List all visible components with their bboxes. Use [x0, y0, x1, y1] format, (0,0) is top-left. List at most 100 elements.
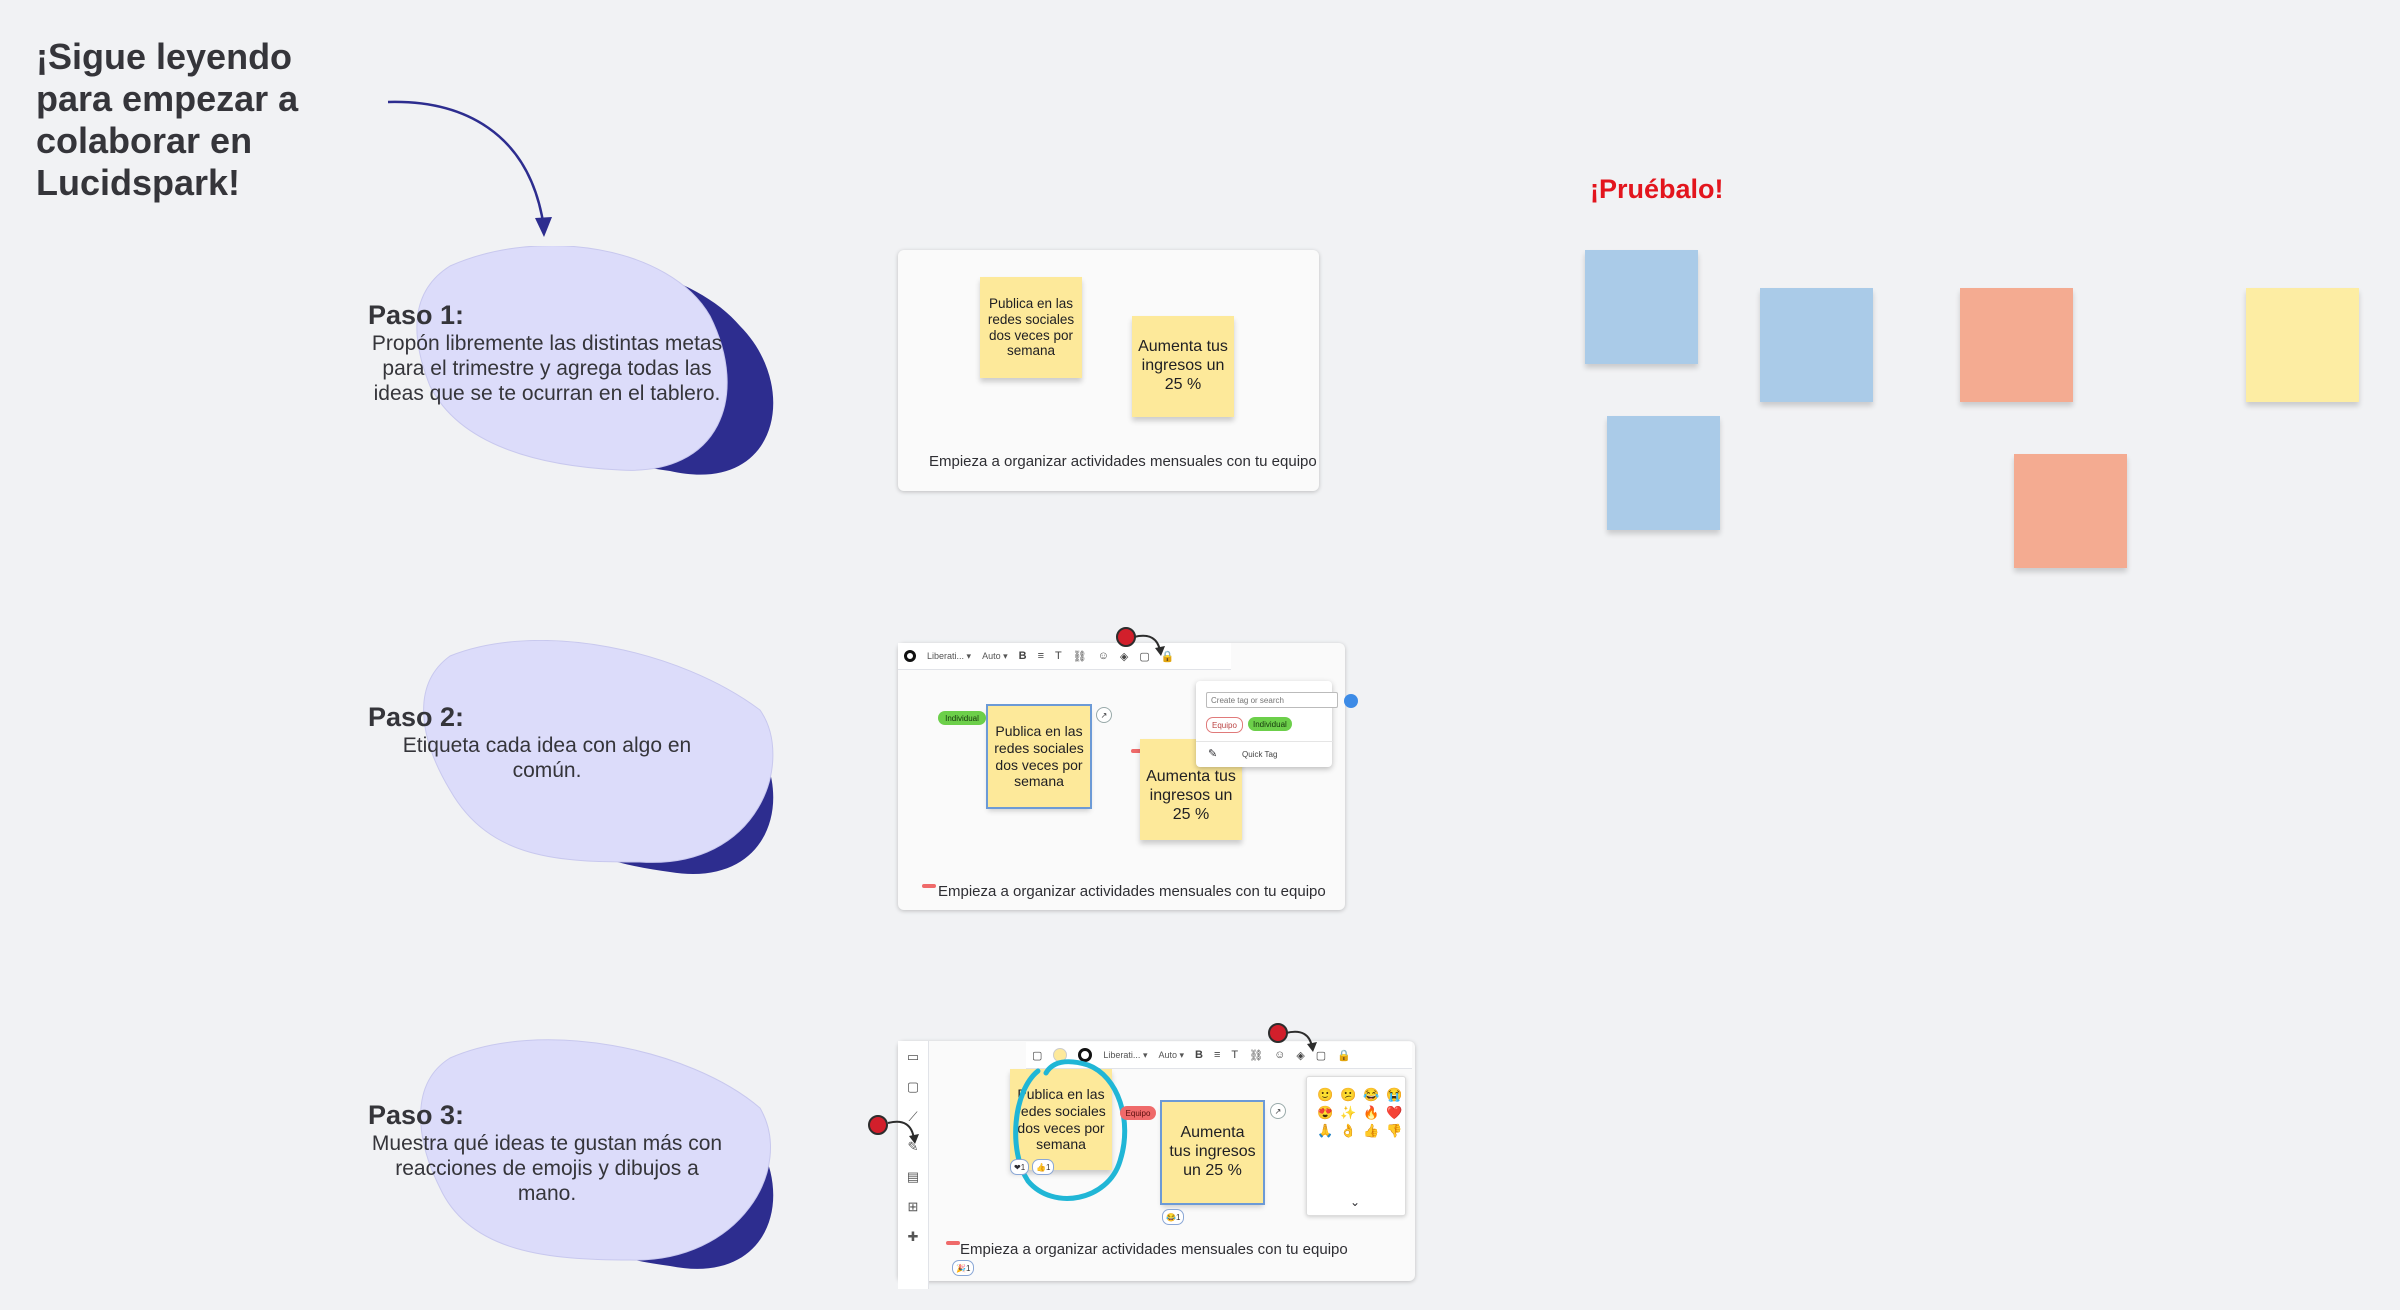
tag-badge-individual[interactable]: Individual	[938, 711, 986, 725]
edit-handle-icon[interactable]: ↗	[1096, 707, 1112, 723]
emoji-option[interactable]: 👎	[1386, 1123, 1403, 1138]
bold-icon[interactable]: B	[1018, 650, 1027, 662]
size-select[interactable]: Auto ▾	[982, 650, 1008, 661]
font-select[interactable]: Liberati... ▾	[1103, 1049, 1148, 1060]
link-icon[interactable]: ⛓	[1072, 650, 1087, 663]
example-card-step1: Publica en las redes sociales dos veces …	[898, 250, 1319, 491]
edit-handle-icon[interactable]: ↗	[1270, 1103, 1286, 1119]
pencil-icon[interactable]: ✎	[1208, 748, 1218, 760]
line-tool-icon[interactable]: ⟋	[908, 1109, 918, 1124]
sticky-tool-icon[interactable]: ▤	[906, 1169, 920, 1184]
emoji-option[interactable]: 🔥	[1363, 1105, 1380, 1120]
emoji-option[interactable]: 👌	[1340, 1123, 1357, 1138]
reaction-party[interactable]: 🎉 1	[952, 1260, 975, 1276]
step3-blob	[420, 1039, 774, 1269]
emoji-option[interactable]: 😍	[1317, 1105, 1334, 1120]
text-style-icon[interactable]: T	[1054, 650, 1062, 662]
caption-tag-marker	[922, 884, 936, 888]
extensions-icon[interactable]: ✚	[907, 1229, 919, 1244]
reaction-thumbs[interactable]: 👍 1	[1032, 1159, 1055, 1175]
tag-option-individual[interactable]: Individual	[1248, 717, 1292, 731]
sticky-note[interactable]: Aumenta tus ingresos un 25 %	[1140, 739, 1242, 840]
emoji-option[interactable]: 🙏	[1317, 1123, 1334, 1138]
frame-tool-icon[interactable]: ▢	[906, 1079, 920, 1094]
intro-line: para empezar a	[36, 78, 299, 119]
pointer-arrow-icon	[887, 1120, 919, 1144]
lock-icon[interactable]: 🔒	[1160, 650, 1175, 663]
color-circle-icon[interactable]	[904, 650, 916, 662]
template-tool-icon[interactable]: ⊞	[907, 1199, 919, 1214]
tag-icon[interactable]: ◈	[1119, 650, 1129, 663]
emoji-option[interactable]: 😭	[1386, 1087, 1403, 1102]
rectangle-tool-icon[interactable]: ▭	[906, 1049, 920, 1064]
font-select[interactable]: Liberati... ▾	[927, 650, 972, 661]
emoji-grid: 🙂 😕 😂 😭 😍 ✨ 🔥 ❤️ 🙏 👌 👍 👎	[1307, 1077, 1405, 1143]
color-circle-icon[interactable]	[1078, 1048, 1093, 1062]
panel-divider	[1196, 741, 1334, 742]
emoji-option[interactable]: ✨	[1340, 1105, 1357, 1120]
tag-search-input[interactable]	[1206, 692, 1338, 708]
lock-icon[interactable]: 🔒	[1337, 1049, 1351, 1062]
align-icon[interactable]: ≡	[1037, 650, 1044, 662]
format-toolbar: Liberati... ▾ Auto ▾ B ≡ T ⛓ ☺ ◈ ▢ 🔒	[898, 643, 1231, 670]
reaction-count: 1	[1020, 1162, 1026, 1172]
pen-tool-icon[interactable]: ✎	[907, 1139, 919, 1154]
step2-text: Paso 2: Etiqueta cada idea con algo en c…	[368, 702, 726, 783]
emoji-option[interactable]: 😂	[1363, 1087, 1380, 1102]
tag-option-label: Equipo	[1212, 720, 1237, 730]
intro-heading: ¡Sigue leyendo para empezar a colaborar …	[36, 36, 356, 204]
tag-option-equipo[interactable]: Equipo	[1206, 717, 1243, 733]
reaction-icon[interactable]: ☺	[1274, 1049, 1286, 1061]
hand-drawn-lasso	[1013, 1059, 1128, 1201]
size-value: Auto	[982, 650, 1001, 661]
quick-tag-label[interactable]: Quick Tag	[1242, 750, 1278, 759]
tag-option-label: Individual	[1253, 719, 1287, 729]
emoji-option[interactable]: 😕	[1340, 1087, 1357, 1102]
emoji-option[interactable]: ❤️	[1386, 1105, 1403, 1120]
pointer-arrow-icon	[1133, 634, 1165, 656]
sticky-note-selected[interactable]: Aumenta tus ingresos un 25 %	[1160, 1100, 1265, 1205]
card-caption: Empieza a organizar actividades mensuale…	[960, 1241, 1348, 1258]
link-icon[interactable]: ⛓	[1249, 1049, 1264, 1062]
caption-tag-marker	[946, 1241, 960, 1245]
tag-badge-equipo[interactable]: Equipo	[1120, 1106, 1156, 1120]
chevron-down-icon[interactable]: ⌄	[1350, 1195, 1361, 1209]
sticky-note[interactable]: Publica en las redes sociales dos veces …	[980, 277, 1082, 378]
step1-blob	[416, 246, 774, 475]
reaction-laugh[interactable]: 😂 1	[1162, 1209, 1185, 1225]
emoji-picker: 🙂 😕 😂 😭 😍 ✨ 🔥 ❤️ 🙏 👌 👍 👎 ⌄	[1306, 1076, 1406, 1216]
size-select[interactable]: Auto ▾	[1158, 1049, 1185, 1060]
color-picker-dot[interactable]	[1344, 694, 1358, 708]
emoji-option[interactable]: 👍	[1363, 1123, 1380, 1138]
step-title: Paso 2:	[368, 702, 465, 732]
sticky-note-yellow[interactable]	[2246, 288, 2359, 402]
step-title: Paso 1:	[368, 300, 465, 330]
font-value: Liberati...	[1103, 1049, 1141, 1060]
reaction-icon[interactable]: ☺	[1097, 650, 1109, 662]
shape-icon[interactable]: ▢	[1032, 1049, 1043, 1062]
sticky-note[interactable]: Aumenta tus ingresos un 25 %	[1132, 316, 1234, 417]
card-caption: Empieza a organizar actividades mensuale…	[929, 453, 1317, 470]
sticky-note-blue[interactable]	[1760, 288, 1873, 402]
sticky-note-salmon[interactable]	[1960, 288, 2073, 402]
bold-icon[interactable]: B	[1195, 1049, 1203, 1061]
sticky-note-blue[interactable]	[1585, 250, 1698, 364]
sticky-note-salmon[interactable]	[2014, 454, 2127, 568]
emoji-option[interactable]: 🙂	[1317, 1087, 1334, 1102]
sticky-note-text: Aumenta tus ingresos un 25 %	[1169, 1124, 1256, 1179]
comment-icon[interactable]: ▢	[1139, 650, 1150, 663]
sticky-note-selected[interactable]: Publica en las redes sociales dos veces …	[986, 704, 1092, 809]
reaction-count: 1	[1045, 1162, 1051, 1172]
sticky-note-text: Publica en las redes sociales dos veces …	[987, 295, 1075, 359]
tag-icon[interactable]: ◈	[1296, 1049, 1305, 1062]
sticky-note-blue[interactable]	[1607, 416, 1720, 530]
font-value: Liberati...	[927, 650, 965, 661]
try-it-label: ¡Pruébalo!	[1590, 174, 1724, 204]
sticky-note-text: Publica en las redes sociales dos veces …	[994, 723, 1084, 790]
comment-icon[interactable]: ▢	[1315, 1049, 1327, 1062]
reaction-heart[interactable]: ❤ 1	[1010, 1159, 1030, 1175]
text-style-icon[interactable]: T	[1231, 1049, 1239, 1061]
tag-marker	[1131, 749, 1145, 753]
card-caption: Empieza a organizar actividades mensuale…	[938, 883, 1326, 900]
align-icon[interactable]: ≡	[1213, 1049, 1221, 1061]
